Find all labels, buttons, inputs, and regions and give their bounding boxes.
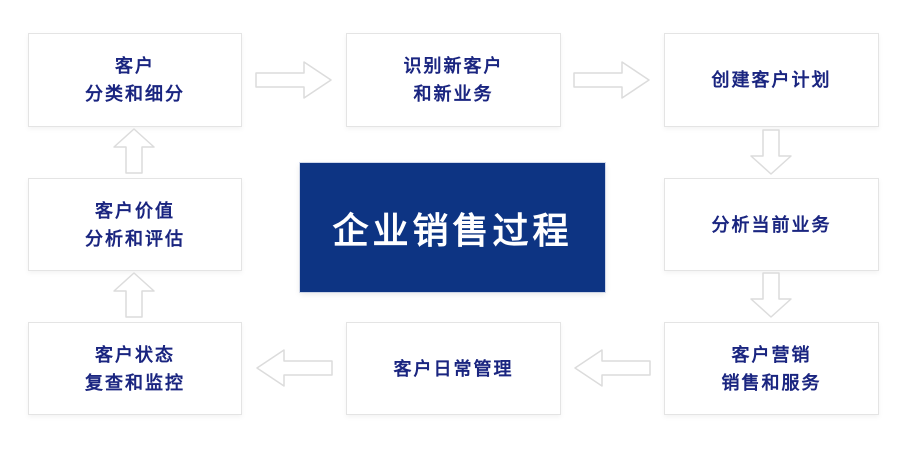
node-customer-classification: 客户 分类和细分 <box>28 33 242 127</box>
arrow-right-icon <box>573 61 650 99</box>
center-title-box: 企业销售过程 <box>300 163 605 292</box>
node-customer-value-analysis: 客户价值 分析和评估 <box>28 178 242 271</box>
node-label: 分析当前业务 <box>711 214 832 235</box>
node-analyze-current-business: 分析当前业务 <box>664 178 879 271</box>
node-create-customer-plan: 创建客户计划 <box>664 33 879 127</box>
diagram-title: 企业销售过程 <box>332 209 573 251</box>
arrow-right-icon <box>255 61 332 99</box>
node-label: 客户日常管理 <box>393 358 514 379</box>
node-label: 识别新客户 和新业务 <box>403 56 504 104</box>
arrow-up-icon <box>113 272 155 318</box>
node-identify-new-customers: 识别新客户 和新业务 <box>346 33 561 127</box>
node-customer-status-review: 客户状态 复查和监控 <box>28 322 242 415</box>
arrow-left-icon <box>574 349 651 387</box>
node-label: 客户状态 复查和监控 <box>85 344 185 393</box>
arrow-up-icon <box>113 128 155 174</box>
arrow-left-icon <box>256 349 333 387</box>
node-label: 客户营销 销售和服务 <box>721 344 822 393</box>
node-customer-marketing: 客户营销 销售和服务 <box>664 322 879 415</box>
node-daily-customer-management: 客户日常管理 <box>346 322 561 415</box>
node-label: 创建客户计划 <box>711 70 832 90</box>
arrow-down-icon <box>750 129 792 175</box>
arrow-down-icon <box>750 272 792 318</box>
node-label: 客户 分类和细分 <box>85 56 185 104</box>
node-label: 客户价值 分析和评估 <box>85 200 185 249</box>
